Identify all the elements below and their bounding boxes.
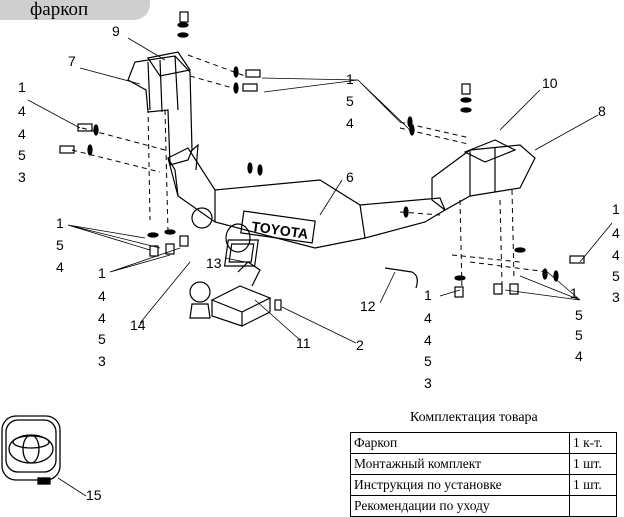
hitch-pin	[384, 267, 418, 289]
callout-4: 4	[18, 103, 26, 119]
bolt-group	[59, 11, 585, 311]
callout-13: 13	[206, 255, 222, 271]
callout-4: 4	[56, 259, 64, 275]
callout-1: 1	[612, 201, 620, 217]
callout-9: 9	[112, 23, 120, 39]
callout-1: 1	[570, 285, 578, 301]
callout-5: 5	[346, 93, 354, 109]
washer-group	[87, 22, 559, 282]
callout-4: 4	[612, 247, 620, 263]
socket-plate	[225, 223, 251, 253]
callout-1: 1	[424, 287, 432, 303]
callout-3: 3	[18, 169, 26, 185]
callout-8: 8	[598, 103, 606, 119]
callout-4: 4	[424, 310, 432, 326]
callout-4: 4	[575, 348, 583, 364]
callout-12: 12	[360, 298, 376, 314]
toyota-emblem-icon	[1, 415, 87, 497]
callout-15: 15	[86, 487, 102, 503]
callout-5: 5	[18, 147, 26, 163]
header-tab: фаркоп	[0, 0, 150, 20]
callout-7: 7	[68, 53, 76, 69]
callout-4: 4	[346, 115, 354, 131]
callout-1: 1	[346, 71, 354, 87]
tow-ball	[189, 281, 211, 303]
table-row: Фаркоп 1 к-т.	[350, 432, 617, 454]
callout-4: 4	[612, 225, 620, 241]
page-title: фаркоп	[30, 0, 89, 20]
callout-14: 14	[130, 317, 146, 333]
callout-3: 3	[612, 289, 620, 305]
callout-11: 11	[296, 335, 311, 351]
callout-10: 10	[542, 75, 558, 91]
callout-3: 3	[424, 375, 432, 391]
left-top-plate	[147, 51, 191, 77]
callout-4: 4	[424, 332, 432, 348]
table-row: Монтажный комплект 1 шт.	[350, 453, 617, 475]
callout-3: 3	[98, 353, 106, 369]
callout-2: 2	[356, 337, 364, 353]
callout-5: 5	[575, 307, 583, 323]
kit-table: Фаркоп 1 к-т. Монтажный комплект 1 шт. И…	[350, 432, 617, 517]
callout-4: 4	[98, 288, 106, 304]
tow-ball-cover	[191, 207, 213, 229]
hitch-receiver	[223, 239, 259, 267]
table-row: Инструкция по установке 1 шт.	[350, 474, 617, 496]
callout-5: 5	[612, 268, 620, 284]
callout-1: 1	[18, 79, 26, 95]
right-side-bracket	[431, 144, 536, 211]
right-top-plate	[463, 139, 517, 163]
callout-1: 1	[98, 265, 106, 281]
callout-4: 4	[18, 126, 26, 142]
callout-5: 5	[56, 237, 64, 253]
callout-5: 5	[98, 331, 106, 347]
callout-5: 5	[424, 353, 432, 369]
callout-5: 5	[575, 327, 583, 343]
kit-table-title: Комплектация товара	[410, 410, 538, 425]
crossbar-brand-text: TOYOTA	[251, 218, 310, 242]
table-row: Рекомендации по уходу	[350, 495, 617, 517]
callout-1: 1	[56, 215, 64, 231]
callout-6: 6	[346, 169, 354, 185]
callout-4: 4	[98, 310, 106, 326]
emblem-plate	[240, 210, 316, 244]
ball-mount	[210, 285, 272, 327]
